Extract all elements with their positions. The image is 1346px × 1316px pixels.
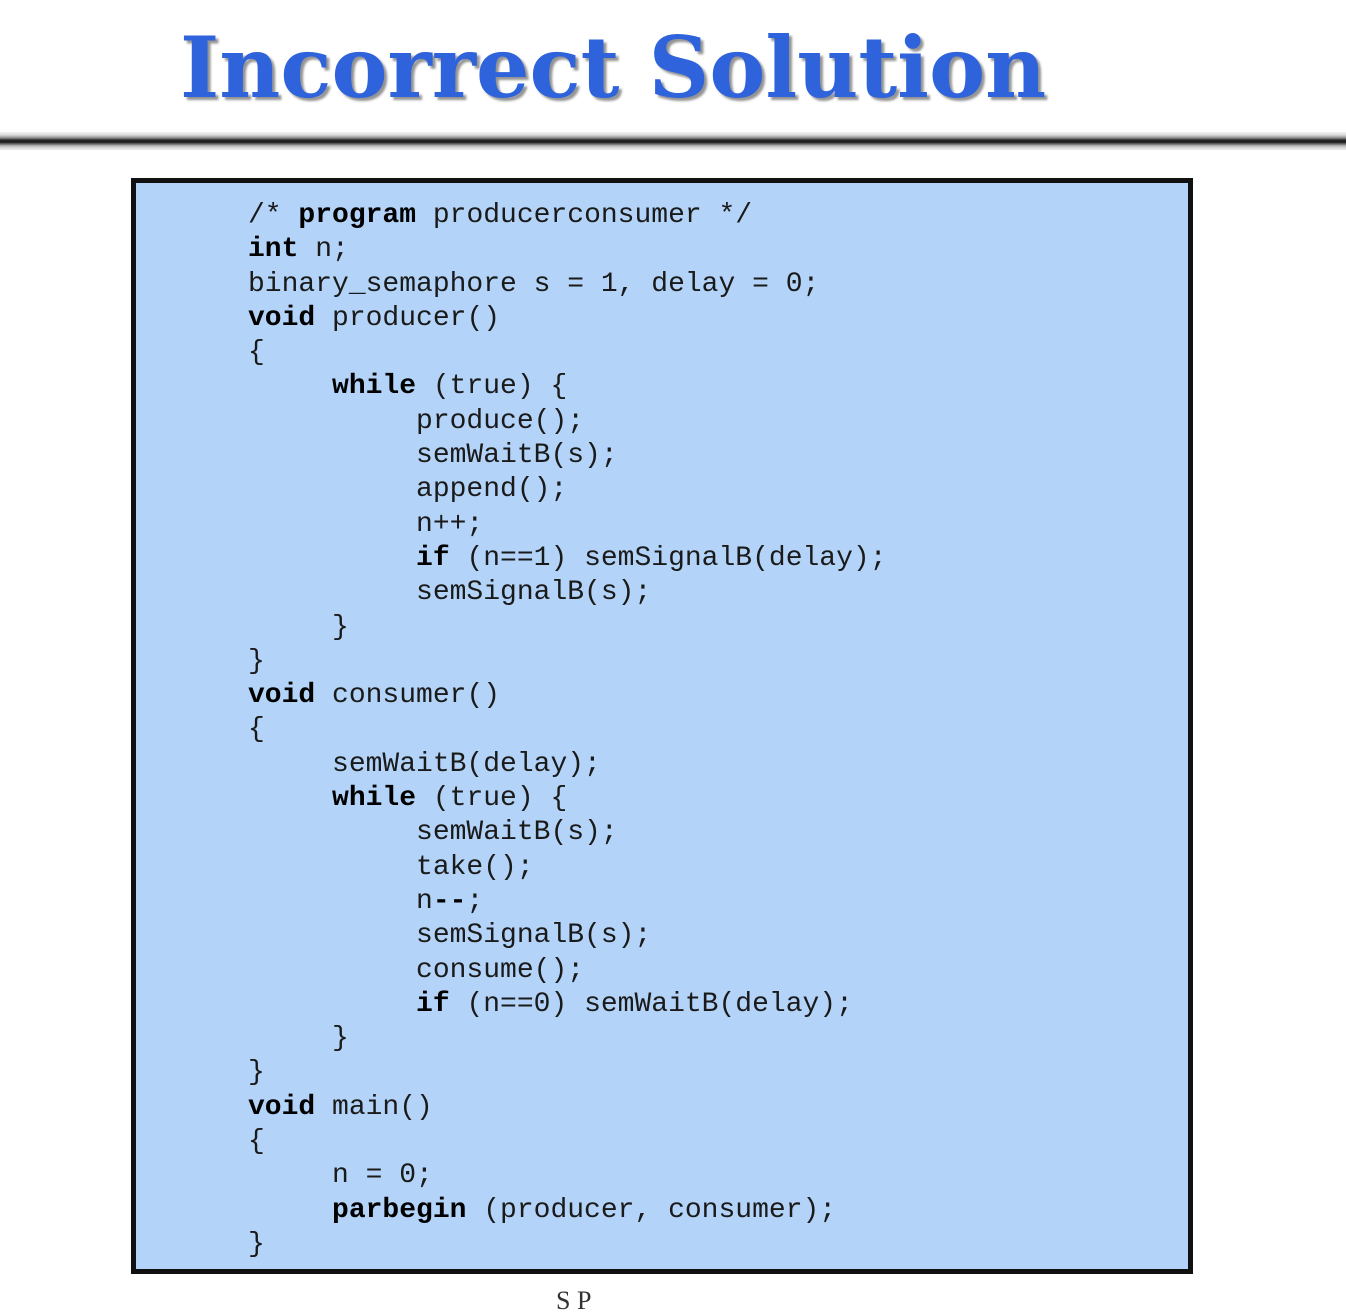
code-text: take();: [248, 851, 534, 883]
code-text: append();: [248, 474, 568, 506]
code-line: semWaitB(delay);: [248, 748, 887, 782]
code-text: (true) {: [416, 783, 568, 815]
code-keyword: --: [432, 885, 467, 917]
code-keyword: program: [298, 200, 417, 231]
code-keyword: while: [332, 783, 417, 815]
code-line: /* program producerconsumer */: [248, 199, 887, 233]
code-line: produce();: [248, 405, 887, 439]
code-text: produce();: [248, 405, 585, 437]
code-text: ;: [466, 885, 484, 917]
code-text: {: [248, 714, 265, 746]
code-keyword: void: [248, 680, 316, 712]
code-text: producerconsumer */: [416, 200, 753, 231]
code-text: n: [248, 885, 433, 917]
code-line: }: [248, 1228, 887, 1262]
code-text: (n==1) semSignalB(delay);: [449, 542, 887, 574]
code-text: semWaitB(s);: [248, 817, 618, 849]
code-keyword: if: [416, 542, 450, 574]
code-listing: /* program producerconsumer */int n;bina…: [248, 199, 887, 1262]
code-line: void producer(): [248, 302, 887, 336]
code-line: semSignalB(s);: [248, 919, 887, 953]
code-line: parbegin (producer, consumer);: [248, 1194, 887, 1228]
title-divider: [0, 132, 1346, 150]
code-text: consumer(): [315, 680, 501, 712]
code-text: {: [248, 337, 265, 369]
code-line: n++;: [248, 508, 887, 542]
code-text: }: [248, 1228, 265, 1260]
code-text: }: [248, 1057, 265, 1089]
code-line: {: [248, 336, 887, 370]
code-keyword: int: [248, 234, 299, 266]
code-text: [248, 543, 416, 574]
code-line: semWaitB(s);: [248, 816, 887, 850]
code-text: }: [248, 1023, 349, 1055]
code-text: (true) {: [416, 371, 568, 403]
slide-title: Incorrect Solution: [180, 18, 1047, 117]
code-keyword: if: [416, 988, 450, 1020]
code-text: }: [248, 611, 349, 643]
code-line: void consumer(): [248, 679, 887, 713]
code-line: binary_semaphore s = 1, delay = 0;: [248, 268, 887, 302]
code-text: [248, 371, 332, 402]
code-text: producer(): [315, 302, 501, 334]
code-line: }: [248, 1022, 887, 1056]
code-text: (n==0) semWaitB(delay);: [449, 988, 853, 1020]
code-text: binary_semaphore s = 1, delay = 0;: [248, 268, 820, 300]
code-text: semSignalB(s);: [248, 920, 652, 952]
code-line: {: [248, 713, 887, 747]
code-text: main(): [315, 1091, 433, 1123]
code-line: n = 0;: [248, 1159, 887, 1193]
code-line: }: [248, 1056, 887, 1090]
code-line: if (n==1) semSignalB(delay);: [248, 542, 887, 576]
code-line: semSignalB(s);: [248, 576, 887, 610]
code-line: int n;: [248, 233, 887, 267]
code-text: [248, 989, 416, 1020]
code-line: consume();: [248, 954, 887, 988]
code-line: void main(): [248, 1091, 887, 1125]
code-line: semWaitB(s);: [248, 439, 887, 473]
code-line: }: [248, 611, 887, 645]
code-text: /*: [248, 200, 299, 231]
code-text: [248, 1195, 332, 1226]
code-line: n--;: [248, 885, 887, 919]
code-text: }: [248, 645, 265, 677]
code-keyword: parbegin: [332, 1194, 467, 1226]
code-line: append();: [248, 473, 887, 507]
code-text: semSignalB(s);: [248, 577, 652, 609]
footer-caption: S P: [556, 1286, 592, 1315]
code-text: n++;: [248, 508, 484, 540]
code-text: consume();: [248, 954, 585, 986]
code-keyword: void: [248, 302, 316, 334]
code-text: n;: [298, 234, 349, 266]
code-line: while (true) {: [248, 782, 887, 816]
code-line: if (n==0) semWaitB(delay);: [248, 988, 887, 1022]
code-text: semWaitB(delay);: [248, 748, 601, 780]
code-listing-box: /* program producerconsumer */int n;bina…: [131, 178, 1193, 1274]
code-line: }: [248, 645, 887, 679]
code-keyword: void: [248, 1091, 316, 1123]
code-text: n = 0;: [248, 1160, 433, 1192]
code-keyword: while: [332, 371, 417, 403]
code-line: {: [248, 1125, 887, 1159]
code-text: (producer, consumer);: [466, 1194, 837, 1226]
code-text: [248, 783, 332, 814]
code-line: take();: [248, 851, 887, 885]
code-text: {: [248, 1126, 265, 1158]
code-text: semWaitB(s);: [248, 440, 618, 472]
code-line: while (true) {: [248, 370, 887, 404]
